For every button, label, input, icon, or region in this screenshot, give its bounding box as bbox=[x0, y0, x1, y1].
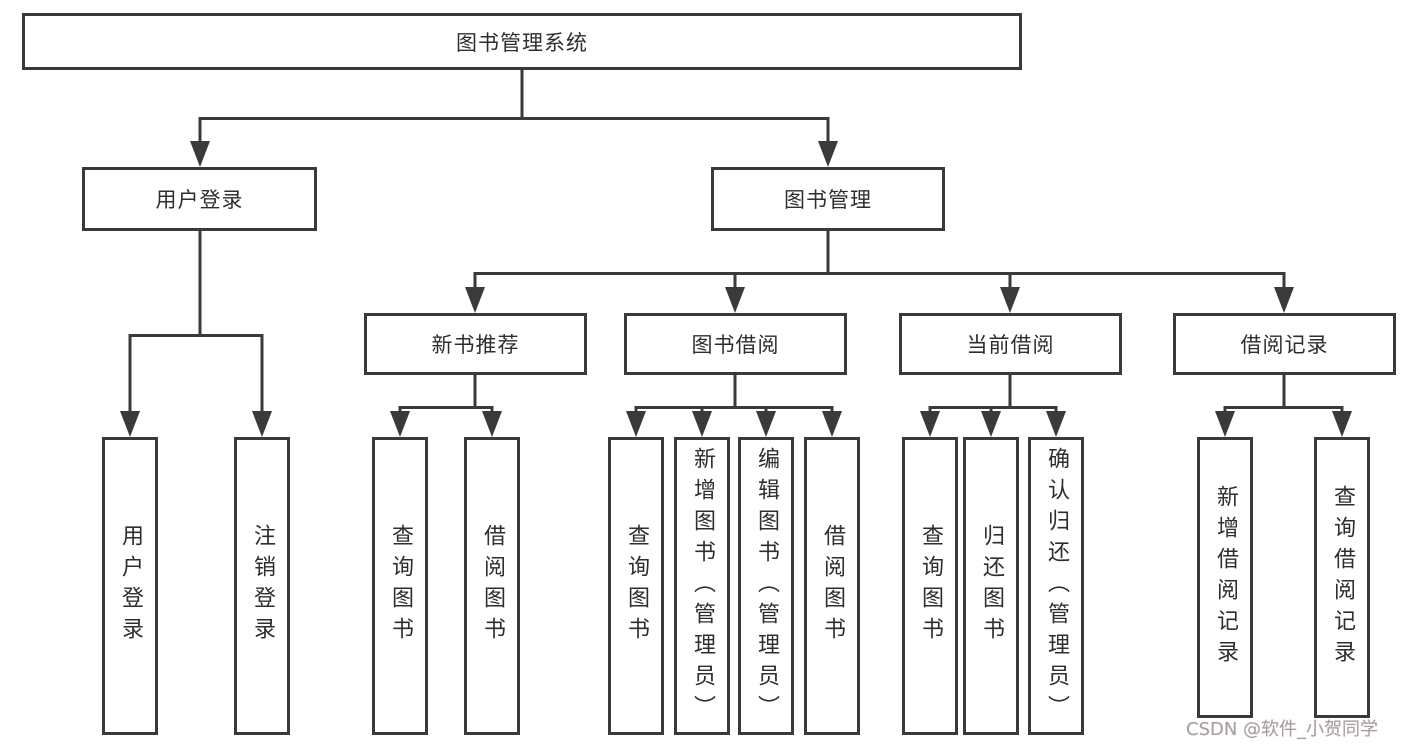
leaf-label: 查询图书 bbox=[388, 524, 413, 648]
branch-new-book bbox=[390, 375, 502, 437]
leaf-add-borrow-record: 新增借阅记录 bbox=[1197, 437, 1253, 718]
branch-user-login bbox=[120, 231, 272, 437]
leaf-edit-books-admin: 编辑图书（管理员） bbox=[738, 437, 794, 735]
branch-root bbox=[190, 70, 838, 167]
node-label: 当前借阅 bbox=[966, 333, 1055, 357]
csdn-watermark: CSDN @软件_小贺同学 bbox=[1186, 719, 1379, 740]
branch-book-borrow bbox=[626, 375, 842, 437]
leaf-query-books-recommend: 查询图书 bbox=[372, 437, 428, 735]
leaf-confirm-return-admin: 确认归还（管理员） bbox=[1028, 437, 1084, 735]
leaf-return-books: 归还图书 bbox=[963, 437, 1019, 735]
leaf-label: 查询图书 bbox=[624, 524, 649, 648]
leaf-label: 新增图书（管理员） bbox=[690, 446, 715, 726]
node-book-borrow: 图书借阅 bbox=[624, 313, 847, 375]
node-label: 借阅记录 bbox=[1240, 333, 1329, 357]
branch-current-borrow bbox=[920, 375, 1066, 437]
leaf-label: 归还图书 bbox=[979, 524, 1004, 648]
leaf-label: 查询图书 bbox=[918, 524, 943, 648]
leaf-borrow-books: 借阅图书 bbox=[804, 437, 860, 735]
node-label: 图书借阅 bbox=[691, 333, 780, 357]
leaf-label: 注销登录 bbox=[250, 524, 275, 648]
node-user-login: 用户登录 bbox=[82, 167, 317, 231]
leaf-label: 确认归还（管理员） bbox=[1044, 446, 1069, 726]
node-root-label: 图书管理系统 bbox=[456, 30, 588, 55]
leaf-query-books-borrow: 查询图书 bbox=[608, 437, 664, 735]
leaf-borrow-books-recommend: 借阅图书 bbox=[464, 437, 520, 735]
leaf-user-login: 用户登录 bbox=[102, 437, 158, 735]
node-label: 图书管理 bbox=[784, 188, 872, 212]
node-root-system: 图书管理系统 bbox=[22, 13, 1022, 70]
branch-borrow-records bbox=[1215, 375, 1352, 437]
leaf-label: 查询借阅记录 bbox=[1330, 484, 1355, 671]
leaf-label: 借阅图书 bbox=[480, 524, 505, 648]
node-current-borrow: 当前借阅 bbox=[899, 313, 1122, 375]
leaf-add-books-admin: 新增图书（管理员） bbox=[674, 437, 730, 735]
leaf-logout: 注销登录 bbox=[234, 437, 290, 735]
node-new-book-recommend: 新书推荐 bbox=[364, 313, 587, 375]
node-borrow-records: 借阅记录 bbox=[1173, 313, 1396, 375]
node-label: 新书推荐 bbox=[431, 333, 520, 357]
leaf-label: 新增借阅记录 bbox=[1213, 484, 1238, 671]
leaf-query-borrow-record: 查询借阅记录 bbox=[1314, 437, 1370, 718]
node-book-management: 图书管理 bbox=[711, 167, 945, 231]
leaf-query-books-current: 查询图书 bbox=[902, 437, 958, 735]
leaf-label: 借阅图书 bbox=[820, 524, 845, 648]
leaf-label: 用户登录 bbox=[118, 524, 143, 648]
leaf-label: 编辑图书（管理员） bbox=[754, 446, 779, 726]
branch-book-management bbox=[465, 231, 1294, 313]
node-label: 用户登录 bbox=[155, 188, 244, 212]
